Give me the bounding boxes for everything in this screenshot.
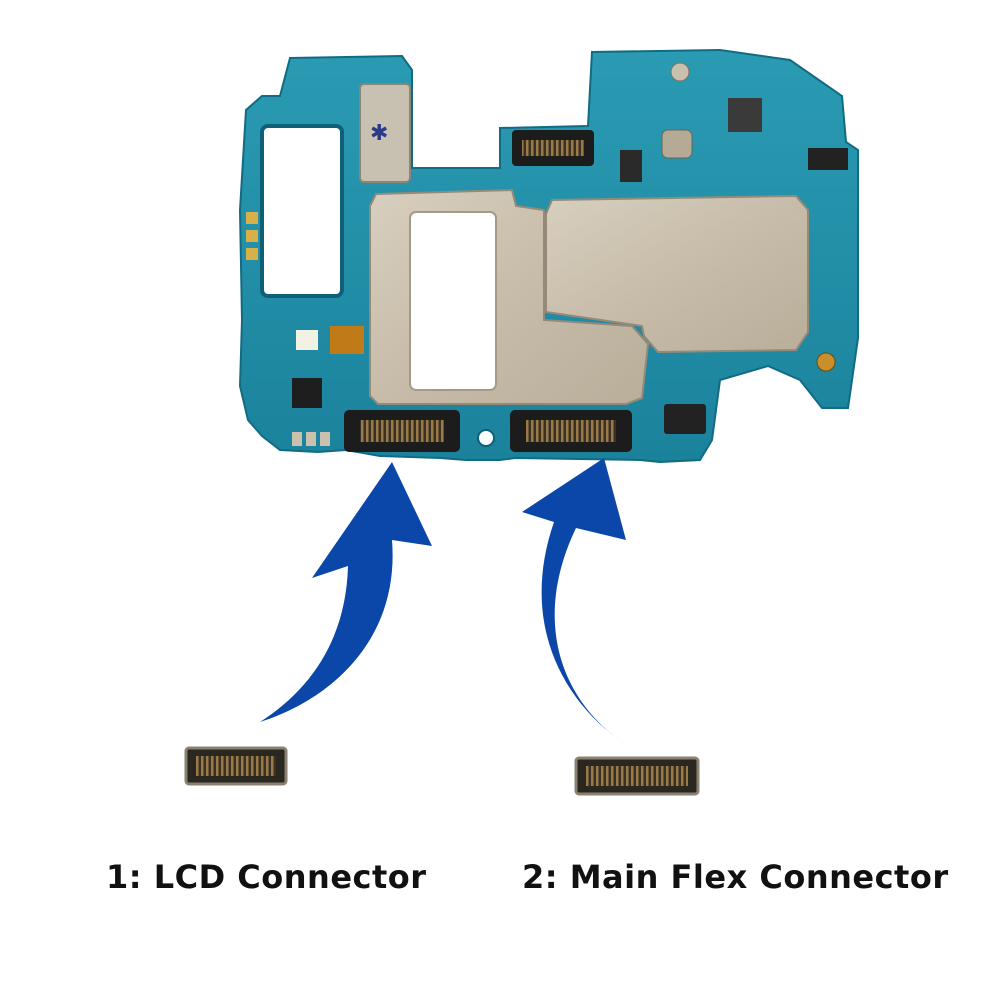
mount-hole [670, 62, 690, 82]
right-shield [545, 194, 809, 354]
mount-hole [477, 429, 495, 447]
svg-text:✱: ✱ [370, 121, 388, 146]
small-connector [664, 404, 706, 434]
metal-bracket [359, 83, 411, 183]
chip [296, 330, 318, 350]
mount-hole [816, 352, 836, 372]
arrow-up-icon [260, 462, 432, 722]
lcd-connector-part [184, 746, 288, 786]
shield-window [409, 211, 497, 391]
caption-main-flex-connector: 2: Main Flex Connector [522, 858, 949, 896]
chip [808, 148, 848, 170]
motherboard: ✱ [238, 48, 859, 464]
chip [620, 150, 642, 182]
pcb-cutout [260, 124, 344, 298]
chip [661, 129, 693, 159]
chip [728, 98, 762, 132]
chip [292, 378, 322, 408]
arrow-up-icon [522, 458, 626, 744]
main-flex-connector-part [574, 756, 700, 796]
chip [330, 326, 364, 354]
caption-lcd-connector: 1: LCD Connector [106, 858, 427, 896]
